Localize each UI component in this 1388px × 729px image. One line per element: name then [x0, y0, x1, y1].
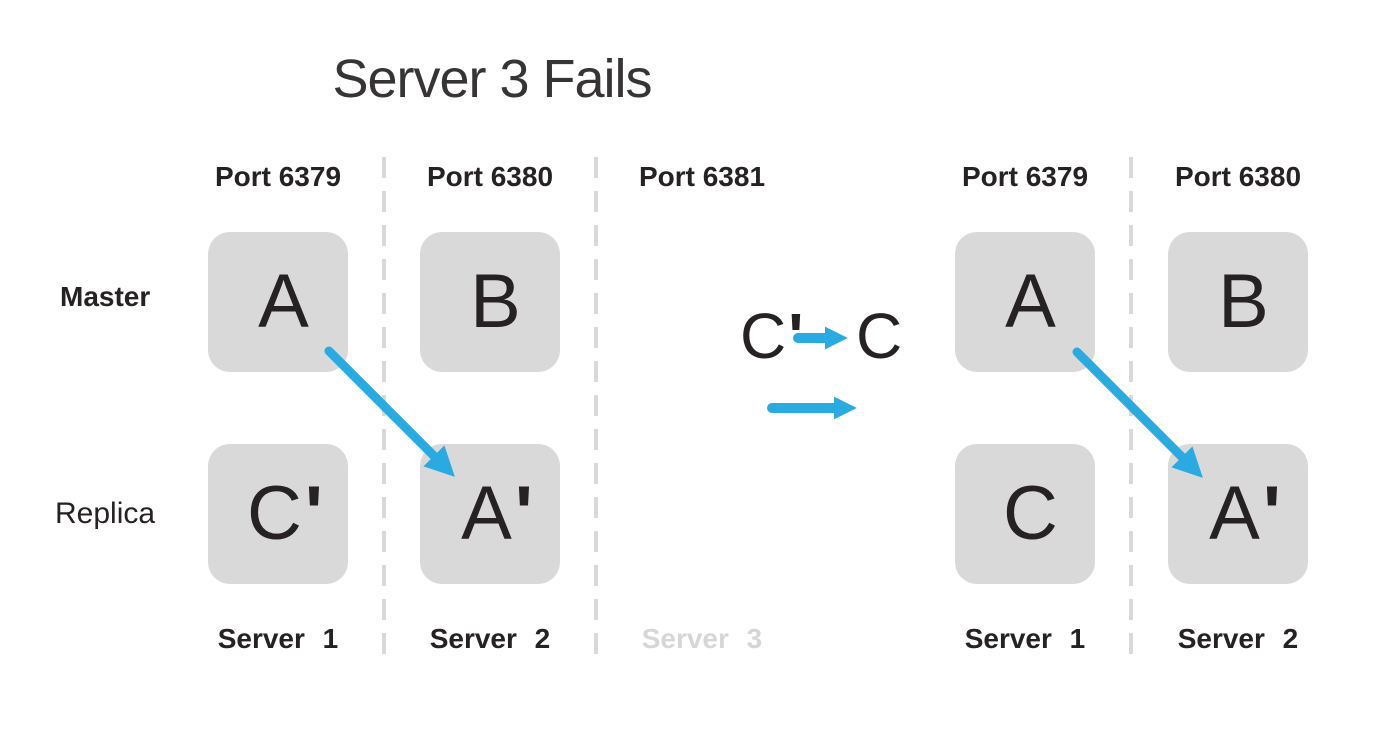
annotation-prime-mark: ' — [788, 300, 804, 372]
node-box-left-master-2: B — [420, 232, 560, 372]
node-prime-mark: ' — [304, 471, 323, 556]
port-label-left-3: Port 6381 — [638, 161, 766, 192]
node-box-left-replica-1: C' — [208, 444, 348, 584]
row-label-replica: Replica — [55, 497, 156, 530]
annotation-from-letter: C — [740, 300, 787, 372]
row-label-master: Master — [60, 281, 151, 312]
server-label-left-3-failed: Server 3 — [641, 623, 763, 654]
port-label-right-1: Port 6379 — [961, 161, 1089, 192]
node-prime-mark: ' — [514, 471, 533, 556]
node-box-left-master-1: A — [208, 232, 348, 372]
server-label-right-2: Server 2 — [1177, 623, 1299, 654]
node-box-right-replica-1: C — [955, 444, 1095, 584]
diagram-title: Server 3 Fails — [332, 49, 652, 109]
node-letter: C — [1003, 471, 1058, 556]
port-label-left-1: Port 6379 — [214, 161, 342, 192]
port-label-left-2: Port 6380 — [426, 161, 554, 192]
node-prime-mark: ' — [1262, 471, 1281, 556]
port-label-right-2: Port 6380 — [1174, 161, 1302, 192]
node-letter: C — [247, 471, 302, 556]
server-label-left-2: Server 2 — [429, 623, 551, 654]
node-letter: B — [470, 259, 521, 344]
node-letter: A — [1005, 259, 1056, 344]
node-box-right-master-2: B — [1168, 232, 1308, 372]
node-letter: A — [461, 471, 512, 556]
node-box-left-replica-2: A' — [420, 444, 560, 584]
server-label-left-1: Server 1 — [217, 623, 339, 654]
node-letter: A — [258, 259, 309, 344]
node-letter: B — [1218, 259, 1269, 344]
node-letter: A — [1209, 471, 1260, 556]
annotation-from-label: C' — [740, 304, 803, 368]
node-box-right-master-1: A — [955, 232, 1095, 372]
annotation-to-label: C — [856, 300, 903, 372]
node-box-right-replica-2: A' — [1168, 444, 1308, 584]
server-label-right-1: Server 1 — [964, 623, 1086, 654]
failover-arrow-right — [1072, 347, 1203, 478]
failover-arrow-left — [324, 346, 455, 477]
